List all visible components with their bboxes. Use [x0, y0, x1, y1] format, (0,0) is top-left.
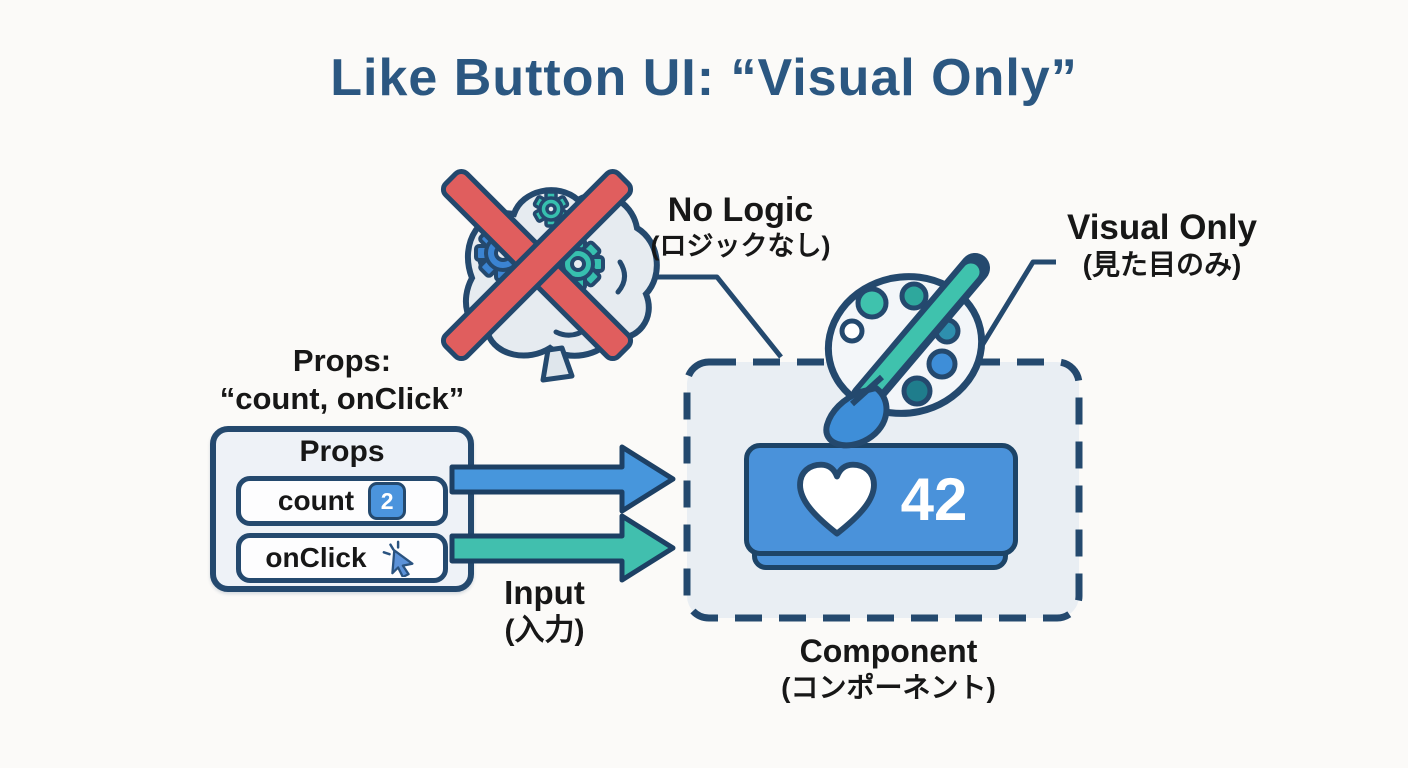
paint-palette-icon	[823, 253, 990, 449]
prop-count-field: count 2	[236, 476, 448, 526]
no-logic-connector-line	[612, 274, 783, 359]
props-caption-line1: Props:	[292, 343, 392, 378]
props-panel: Props count 2 onClick	[210, 426, 474, 592]
onclick-input-arrow	[449, 513, 676, 583]
like-button: 42	[744, 443, 1018, 556]
component-text-jp: (コンポーネント)	[781, 672, 996, 703]
prop-count-label: count	[277, 485, 355, 516]
like-count: 42	[900, 466, 968, 533]
gear-icon	[474, 224, 532, 282]
visual-only-label: Visual Only (見た目のみ)	[1028, 208, 1296, 282]
gear-icon	[551, 237, 605, 291]
cursor-click-icon	[381, 539, 419, 577]
input-label: Input (入力)	[452, 574, 637, 650]
gear-icon	[532, 190, 570, 228]
prop-onclick-field: onClick	[236, 533, 448, 583]
no-logic-label: No Logic (ロジックなし)	[608, 190, 873, 262]
no-logic-text-en: No Logic	[667, 191, 814, 229]
page-title: Like Button UI: “Visual Only”	[330, 49, 1078, 107]
visual-only-text-en: Visual Only	[1067, 208, 1257, 247]
visual-only-text-jp: (見た目のみ)	[1082, 249, 1242, 280]
props-panel-title: Props	[299, 435, 385, 468]
red-x-icon	[440, 168, 634, 362]
no-logic-text-jp: (ロジックなし)	[650, 231, 831, 261]
props-caption: Props: “count, onClick”	[192, 342, 492, 418]
input-text-jp: (入力)	[504, 614, 585, 647]
heart-icon	[795, 461, 879, 539]
props-caption-line2: “count, onClick”	[219, 381, 465, 416]
paintbrush-icon	[823, 253, 990, 449]
input-text-en: Input	[504, 574, 585, 611]
component-label: Component (コンポーネント)	[736, 633, 1041, 705]
prop-onclick-label: onClick	[265, 542, 367, 573]
count-input-arrow	[449, 444, 676, 514]
component-text-en: Component	[799, 633, 978, 669]
count-badge: 2	[368, 482, 407, 520]
